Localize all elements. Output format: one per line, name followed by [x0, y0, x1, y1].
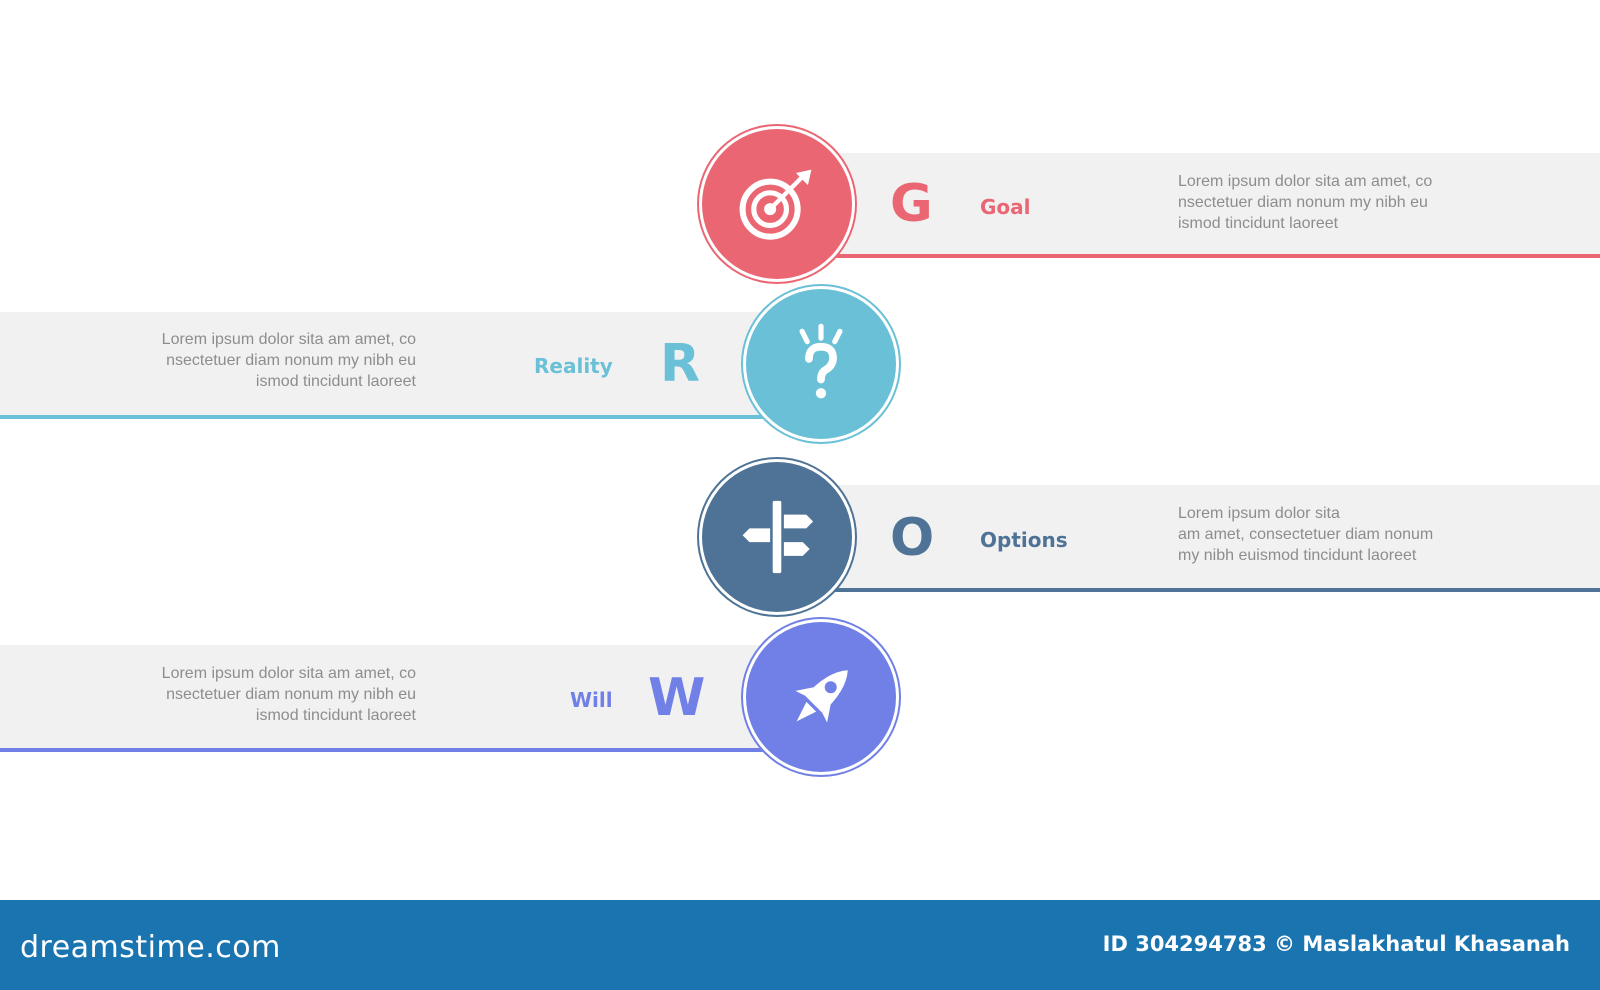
- rocket-icon: [795, 670, 848, 723]
- goal-letter: G: [890, 174, 933, 234]
- reality-label: Reality: [534, 354, 613, 378]
- will-rule: [0, 748, 770, 752]
- brand-logo[interactable]: dreamstime.com: [20, 930, 281, 965]
- reality-rule: [0, 415, 770, 419]
- goal-band: [810, 153, 1600, 258]
- will-circle: [746, 622, 896, 772]
- options-letter: O: [890, 508, 935, 568]
- options-rule: [810, 588, 1600, 592]
- reality-circle: [746, 289, 896, 439]
- target-icon: [739, 169, 812, 240]
- footer-bar: dreamstime.com ID 304294783 © Maslakhatu…: [0, 900, 1600, 990]
- reality-band: [0, 312, 770, 419]
- goal-rule: [810, 254, 1600, 258]
- goal-description: Lorem ipsum dolor sita am amet, co nsect…: [1178, 173, 1433, 232]
- image-credit: ID 304294783 © Maslakhatul Khasanah: [1102, 932, 1570, 956]
- will-label: Will: [570, 688, 613, 712]
- options-band: [810, 485, 1600, 592]
- question-bulb-icon: [799, 323, 843, 399]
- will-description: Lorem ipsum dolor sita am amet, co nsect…: [161, 665, 416, 724]
- options-label: Options: [980, 528, 1068, 552]
- reality-description: Lorem ipsum dolor sita am amet, co nsect…: [161, 331, 416, 390]
- signpost-icon: [742, 500, 814, 574]
- will-band: [0, 645, 770, 752]
- options-circle: [702, 462, 852, 612]
- reality-letter: R: [660, 334, 701, 394]
- goal-circle: [702, 129, 852, 279]
- options-description: Lorem ipsum dolor sita am amet, consecte…: [1178, 505, 1434, 564]
- goal-label: Goal: [980, 195, 1031, 219]
- will-letter: W: [648, 668, 706, 728]
